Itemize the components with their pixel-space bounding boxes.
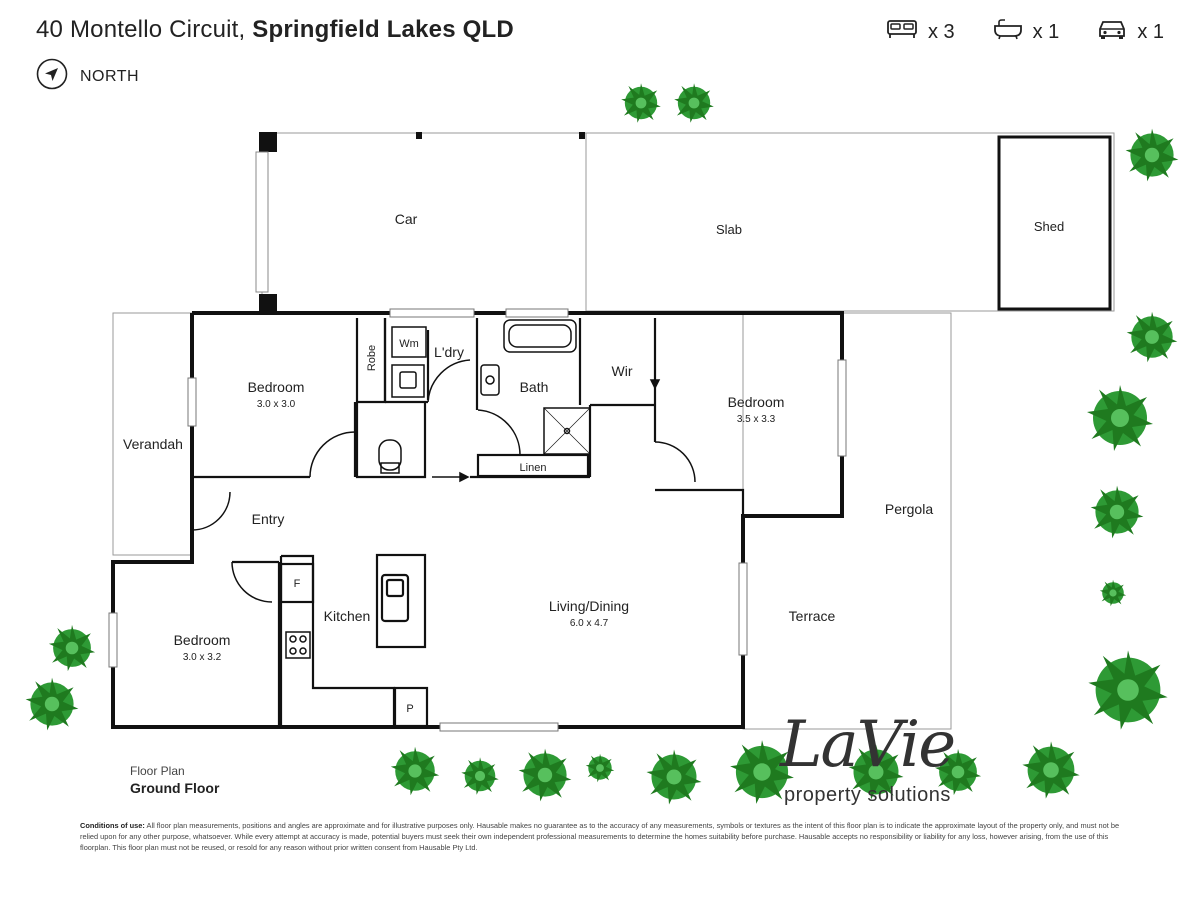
address-suburb: Springfield Lakes QLD — [252, 16, 514, 43]
size-living-dining: 6.0 x 4.7 — [570, 618, 609, 629]
shrub-icon — [1099, 579, 1127, 607]
shrub-icon — [48, 624, 96, 672]
north-indicator: NORTH — [36, 58, 139, 95]
label-kitchen: Kitchen — [324, 608, 371, 624]
shrub-icon — [646, 749, 702, 805]
floor-caption: Floor Plan Ground Floor — [130, 764, 219, 796]
bedroom-count: x 3 — [886, 18, 955, 46]
property-stats: x 3 x 1 x 1 — [886, 18, 1164, 46]
shrub-icon — [518, 748, 572, 802]
shrub-icon — [585, 753, 615, 783]
label-pantry: P — [406, 703, 413, 715]
bed-icon — [886, 18, 918, 46]
shrub-icon — [1022, 741, 1080, 799]
shrub-icon — [1126, 311, 1178, 363]
label-linen: Linen — [520, 462, 547, 474]
label-fridge: F — [294, 578, 301, 590]
shrub-icon — [461, 757, 499, 795]
floor-plan-label: Floor Plan — [130, 764, 185, 778]
shrub-icon — [621, 83, 661, 123]
shrub-icon — [1087, 385, 1153, 451]
label-bedroom-3: Bedroom — [174, 632, 231, 648]
label-entry: Entry — [252, 511, 285, 527]
logo-tagline: property solutions — [784, 784, 951, 806]
shrub-icon — [1090, 485, 1144, 539]
shed-outline — [997, 135, 1112, 311]
label-shed: Shed — [1034, 219, 1064, 234]
label-wm: Wm — [399, 338, 419, 350]
carspace-count-value: x 1 — [1137, 20, 1164, 43]
shrub-icon — [1125, 128, 1179, 182]
agency-logo: LaVie property solutions — [780, 708, 1000, 808]
logo-script: LaVie — [780, 708, 956, 782]
bath-icon — [993, 18, 1023, 46]
conditions-heading: Conditions of use: — [80, 821, 145, 830]
garage-door — [255, 151, 269, 293]
label-wir: Wir — [612, 363, 633, 379]
label-bath: Bath — [520, 379, 549, 395]
label-slab: Slab — [716, 222, 742, 237]
shrub-icon — [674, 83, 714, 123]
label-pergola: Pergola — [885, 501, 933, 517]
bathroom-count-value: x 1 — [1032, 20, 1060, 43]
north-label: NORTH — [80, 67, 140, 85]
label-bedroom-1: Bedroom — [248, 379, 305, 395]
car-icon — [1097, 18, 1127, 46]
address-street: 40 Montello Circuit, — [36, 16, 246, 43]
label-terrace: Terrace — [789, 608, 836, 624]
label-living-dining: Living/Dining — [549, 598, 629, 614]
label-bedroom-2: Bedroom — [728, 394, 785, 410]
shrub-icon — [390, 746, 440, 796]
size-bedroom-2: 3.5 x 3.3 — [737, 414, 776, 425]
windows — [108, 308, 847, 732]
shrub-icon — [25, 677, 79, 731]
carport-posts — [259, 132, 585, 314]
flow-arrows — [432, 345, 661, 483]
interior-walls — [190, 318, 745, 728]
landscape-shrubs — [25, 83, 1179, 805]
bathroom-count: x 1 — [993, 18, 1060, 46]
conditions-of-use: Conditions of use: All floor plan measur… — [80, 820, 1120, 853]
label-laundry: L'dry — [434, 344, 464, 360]
floor-name: Ground Floor — [130, 780, 220, 796]
bedroom-count-value: x 3 — [927, 20, 955, 43]
label-verandah: Verandah — [123, 436, 183, 452]
size-bedroom-1: 3.0 x 3.0 — [257, 399, 296, 410]
compass-arrow-icon — [36, 58, 68, 95]
size-bedroom-3: 3.0 x 3.2 — [183, 652, 222, 663]
label-car: Car — [395, 211, 418, 227]
shrub-icon — [1088, 650, 1168, 730]
fixtures — [285, 319, 591, 659]
conditions-body: All floor plan measurements, positions a… — [80, 821, 1120, 852]
door-swings — [191, 359, 696, 603]
carspace-count: x 1 — [1097, 18, 1164, 46]
label-robe: Robe — [366, 345, 378, 371]
property-address: 40 Montello Circuit, Springfield Lakes Q… — [36, 16, 514, 44]
